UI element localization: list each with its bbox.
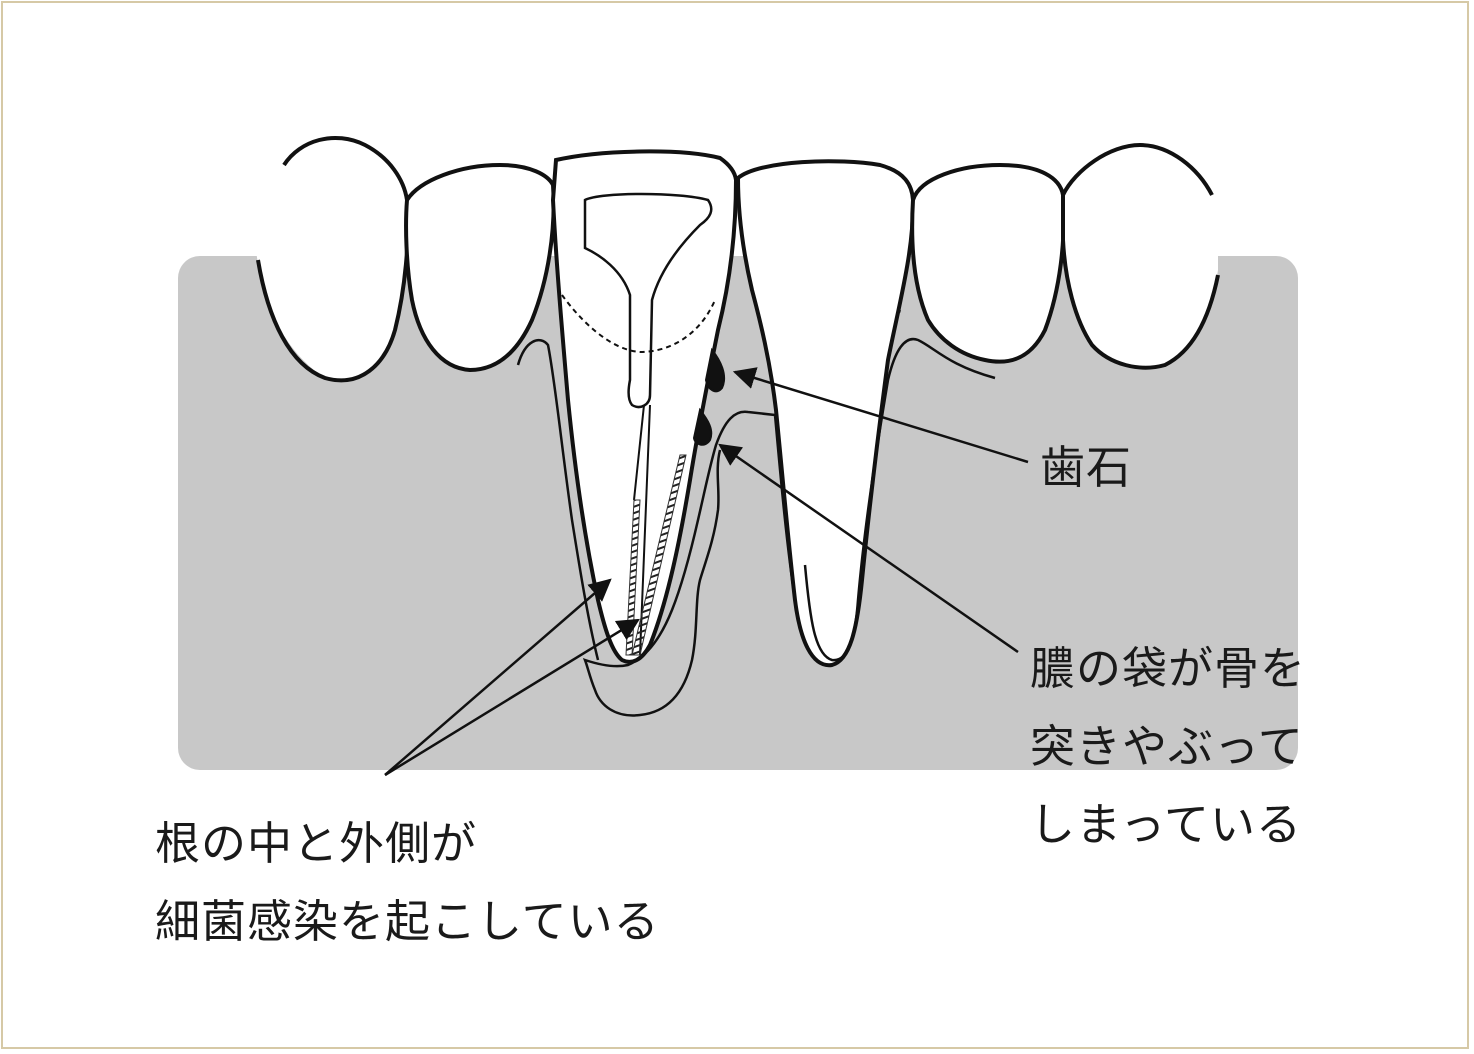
label-root-line-2: 細菌感染を起こしている: [155, 895, 660, 948]
label-pus-line-1: 膿の袋が骨を: [1030, 642, 1307, 695]
gum-bone-block: [178, 256, 1298, 770]
tooth-right-third: [1063, 145, 1218, 368]
label-pus-pocket: 膿の袋が骨を 突きやぶって しまっている: [1030, 630, 1306, 864]
arrow-calculus: [732, 367, 1029, 464]
tooth-right-second: [910, 162, 1066, 364]
label-pus-line-2: 突きやぶって: [1030, 720, 1304, 773]
tooth-left-outer: [256, 140, 408, 381]
calculus-deposit: [692, 347, 726, 446]
label-calculus-text: 歯石: [1040, 441, 1133, 494]
label-calculus: 歯石: [1040, 445, 1132, 490]
pulp-chamber: [583, 192, 713, 409]
label-pus-line-3: しまっている: [1030, 798, 1302, 851]
cej-line-center: [561, 294, 716, 354]
label-root-line-1: 根の中と外側が: [155, 817, 478, 870]
arrow-pus-pocket: [718, 443, 1019, 654]
arrow-root-outside: [384, 618, 640, 777]
tooth-left-second: [404, 162, 556, 373]
label-root-infection: 根の中と外側が 細菌感染を起こしている: [155, 805, 660, 961]
arrow-root-inside: [384, 578, 612, 776]
pus-pocket: [582, 410, 797, 717]
root-canal-infection: [625, 454, 687, 656]
